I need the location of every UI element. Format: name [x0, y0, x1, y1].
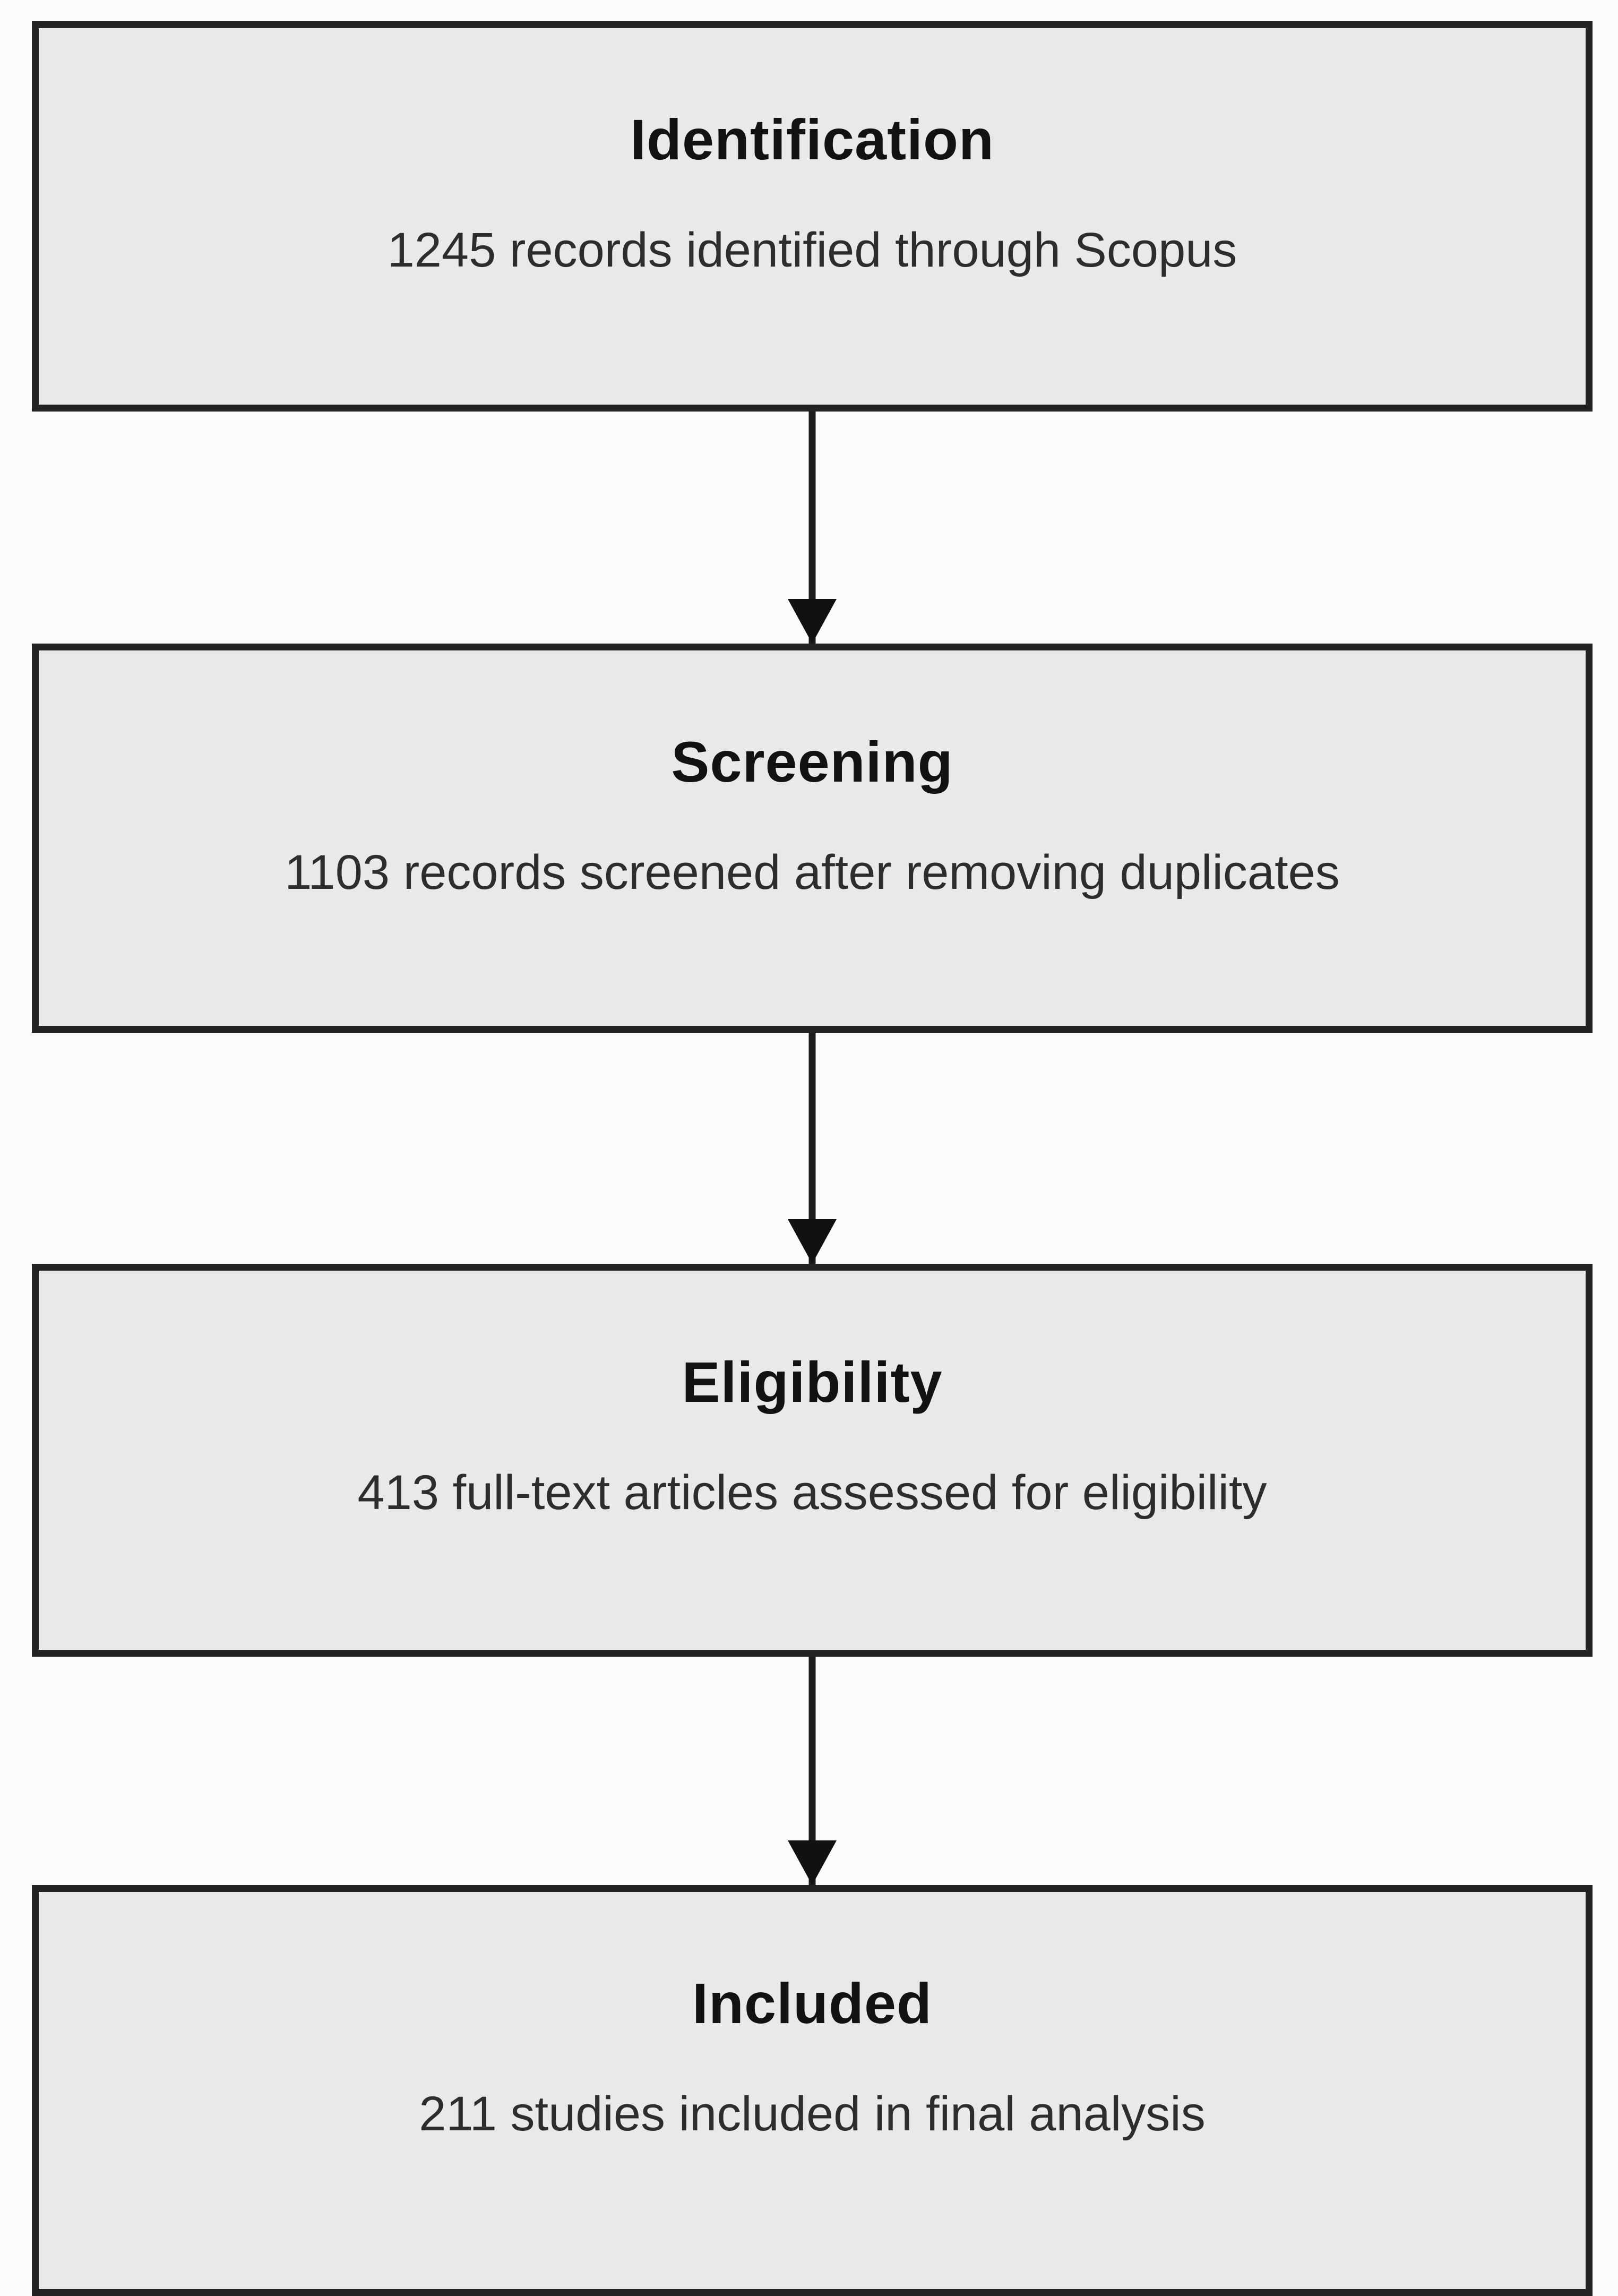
- stage-title-identification: Identification: [630, 107, 994, 172]
- stage-title-screening: Screening: [671, 730, 953, 794]
- flow-arrow-screening-to-eligibility: [785, 1033, 840, 1264]
- arrow-head-down-icon: [788, 599, 837, 644]
- flow-arrow-identification-to-screening: [785, 412, 840, 644]
- stage-box-identification: Identification 1245 records identified t…: [32, 21, 1593, 412]
- stage-detail-included: 211 studies included in final analysis: [419, 2087, 1206, 2141]
- arrow-head-down-icon: [788, 1840, 837, 1885]
- stage-detail-eligibility: 413 full-text articles assessed for elig…: [357, 1466, 1267, 1520]
- stage-title-included: Included: [692, 1971, 933, 2035]
- stage-box-included: Included 211 studies included in final a…: [32, 1885, 1593, 2296]
- arrow-line: [808, 412, 816, 644]
- arrow-line: [808, 1033, 816, 1264]
- stage-box-eligibility: Eligibility 413 full-text articles asses…: [32, 1264, 1593, 1657]
- arrow-head-down-icon: [788, 1219, 837, 1264]
- flow-arrow-eligibility-to-included: [785, 1657, 840, 1885]
- arrow-line: [808, 1657, 816, 1885]
- stage-box-screening: Screening 1103 records screened after re…: [32, 644, 1593, 1033]
- stage-detail-screening: 1103 records screened after removing dup…: [285, 845, 1340, 899]
- stage-detail-identification: 1245 records identified through Scopus: [387, 223, 1237, 277]
- stage-title-eligibility: Eligibility: [682, 1350, 943, 1414]
